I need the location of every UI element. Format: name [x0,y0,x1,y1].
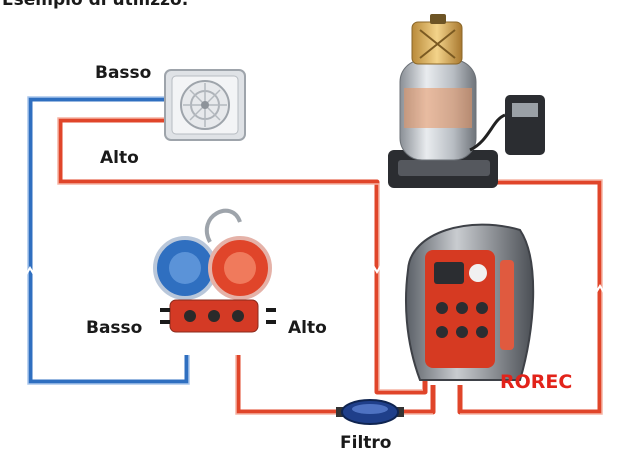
manifold-low-label: Basso [86,318,143,338]
flow-arrow-icons [23,261,607,297]
manifold-gauge-icon [153,208,276,333]
low-pressure-hose [27,96,190,385]
brand-label: ROREC [500,371,573,393]
condenser-low-label: Basso [95,63,152,83]
condenser-unit-icon [164,69,246,141]
manifold-high-label: Alto [288,318,327,338]
refrigerant-cylinder-icon [388,14,545,188]
filter-drier-icon [336,399,404,425]
recovery-unit-icon [405,223,535,381]
page-title: Esempio di utilizzo: [2,0,189,10]
filter-label: Filtro [340,433,392,453]
condenser-high-label: Alto [100,148,139,168]
high-pressure-hose [57,117,603,415]
low-pressure-hose-highlight [27,96,190,385]
